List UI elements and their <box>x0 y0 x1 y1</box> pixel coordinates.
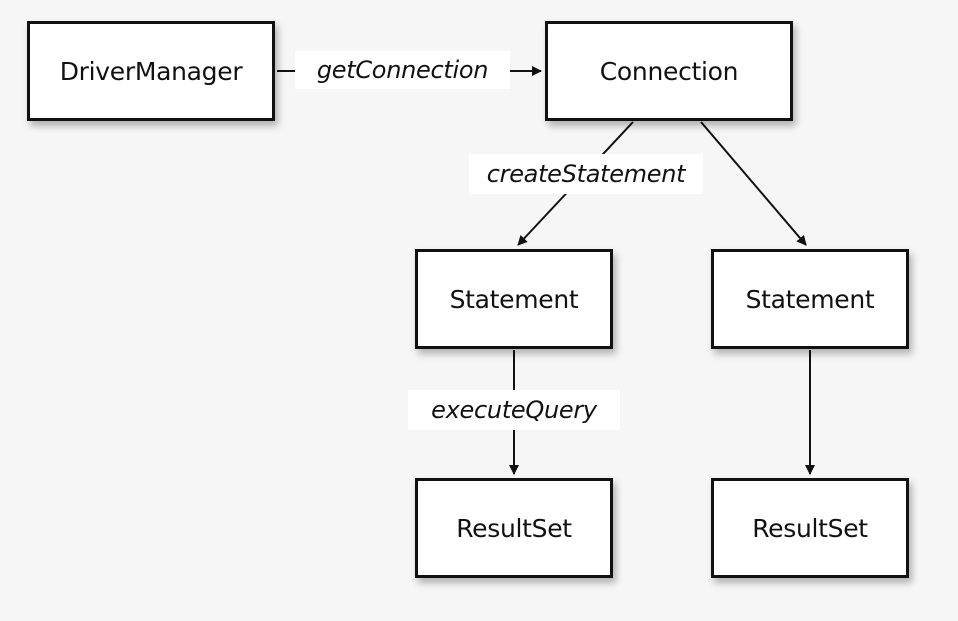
edge-connection-to-statement-right <box>700 121 807 246</box>
node-statement-right: Statement <box>711 249 909 349</box>
edge-label-create-statement: createStatement <box>469 154 703 194</box>
node-connection: Connection <box>545 21 793 121</box>
node-resultset-right: ResultSet <box>711 478 909 578</box>
edge-label-execute-query: executeQuery <box>408 390 620 430</box>
node-statement-left: Statement <box>415 249 613 349</box>
node-driver-manager: DriverManager <box>27 21 275 121</box>
node-resultset-left: ResultSet <box>415 478 613 578</box>
edge-label-get-connection: getConnection <box>295 51 510 89</box>
